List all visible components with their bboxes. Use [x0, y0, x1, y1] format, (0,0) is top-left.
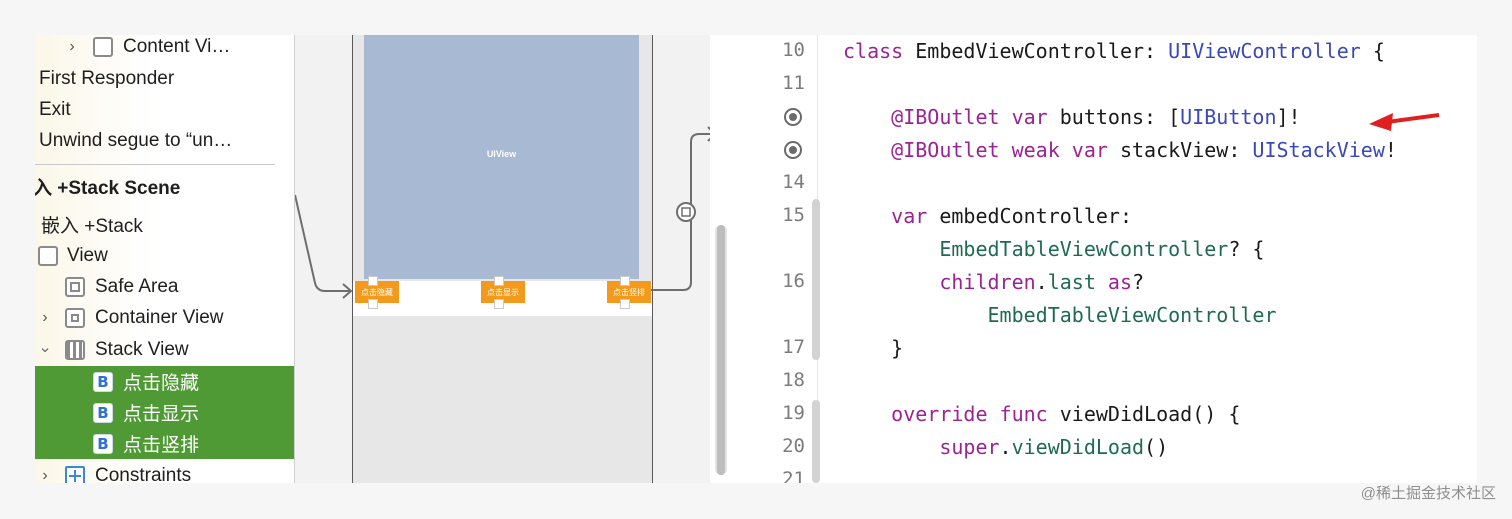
resize-handle[interactable] — [494, 276, 504, 286]
outline-item-unwind-segue[interactable]: Unwind segue to “un… — [35, 125, 294, 156]
outlet-connection-icon[interactable] — [784, 108, 802, 126]
button-icon: B — [93, 402, 113, 423]
outline-item-label: 点击显示 — [123, 404, 200, 425]
incoming-segue-line — [295, 194, 350, 292]
scene-title: 入 +Stack Scene — [35, 178, 181, 199]
screenshot: › Content Vi… First Responder Exit Unwin… — [35, 35, 1477, 483]
outline-item-safe-area[interactable]: Safe Area — [35, 271, 294, 302]
chevron-right-icon[interactable]: › — [69, 37, 75, 55]
outline-item-constraints[interactable]: › Constraints — [35, 460, 294, 483]
outline-item-label: Unwind segue to “un… — [39, 129, 233, 151]
outline-divider — [35, 164, 275, 165]
code-line[interactable]: class EmbedViewController: UIViewControl… — [843, 39, 1385, 63]
pane-divider[interactable] — [294, 35, 295, 483]
storyboard-canvas[interactable]: UIView 点击隐藏 点击显示 点击竖排 — [295, 35, 727, 483]
outline-item-button-hide[interactable]: B 点击隐藏 — [35, 366, 294, 397]
resize-handle[interactable] — [494, 299, 504, 309]
uiview-placeholder[interactable]: UIView — [364, 35, 639, 279]
canvas-button-vertical[interactable]: 点击竖排 — [607, 281, 651, 303]
code-line[interactable]: var embedController: — [891, 204, 1132, 228]
canvas-scrollbar-thumb[interactable] — [717, 225, 725, 475]
line-number: 18 — [782, 369, 805, 391]
chevron-down-icon[interactable]: › — [37, 346, 54, 353]
resize-handle[interactable] — [368, 276, 378, 286]
line-number: 10 — [782, 39, 805, 61]
code-line[interactable]: EmbedTableViewController — [987, 303, 1277, 327]
outline-item-container-view[interactable]: › Container View — [35, 302, 294, 333]
outline-item-exit[interactable]: Exit — [35, 94, 294, 125]
segue-connections — [295, 126, 710, 299]
code-line[interactable]: EmbedTableViewController? { — [939, 237, 1265, 261]
outline-item-first-responder[interactable]: First Responder — [35, 63, 294, 94]
chevron-right-icon[interactable]: › — [42, 308, 48, 326]
embed-segue-icon — [676, 202, 696, 222]
container-view-icon — [65, 307, 85, 328]
canvas-scrollbar[interactable] — [715, 225, 727, 475]
watermark: @稀土掘金技术社区 — [1360, 485, 1496, 502]
code-line[interactable]: super.viewDidLoad() — [939, 435, 1169, 459]
outline-item-button-show[interactable]: B 点击显示 — [35, 397, 294, 428]
uiview-label: UIView — [486, 149, 517, 159]
outline-item-label: Content Vi… — [123, 35, 231, 57]
line-number: 16 — [782, 270, 805, 292]
view-icon — [93, 36, 113, 57]
outline-item-label: Safe Area — [95, 275, 179, 297]
outline-item-label: 点击隐藏 — [123, 373, 200, 394]
button-icon: B — [93, 371, 113, 392]
button-icon: B — [93, 433, 113, 454]
resize-handle[interactable] — [368, 299, 378, 309]
constraints-icon — [65, 465, 85, 483]
outline-item-label: Constraints — [95, 464, 192, 484]
code-line[interactable]: override func viewDidLoad() { — [891, 402, 1241, 426]
outline-item-controller[interactable]: 嵌入 +Stack — [35, 209, 294, 240]
code-editor[interactable]: 10 11 14 15 16 17 18 19 20 21 class Embe… — [735, 35, 1477, 483]
code-line[interactable]: children.last as? — [939, 270, 1145, 294]
outline-item-label: Stack View — [95, 338, 189, 360]
outline-item-label: Container View — [95, 306, 224, 328]
outline-item-label: Exit — [39, 98, 71, 120]
code-line[interactable]: @IBOutlet var buttons: [UIButton]! — [891, 105, 1301, 129]
line-number: 20 — [782, 435, 805, 457]
annotation-arrow-icon — [1369, 113, 1440, 131]
outline-item-content-view[interactable]: › Content Vi… — [35, 35, 294, 62]
outline-item-stack-view[interactable]: › Stack View — [35, 334, 294, 365]
line-number: 11 — [782, 72, 805, 94]
outline-item-button-vertical[interactable]: B 点击竖排 — [35, 428, 294, 459]
safe-area-icon — [65, 276, 85, 297]
outline-item-label: 点击竖排 — [123, 435, 200, 456]
document-outline: › Content Vi… First Responder Exit Unwin… — [35, 35, 294, 483]
outline-item-view[interactable]: View — [35, 240, 294, 271]
stack-view-icon — [65, 339, 85, 360]
canvas-button-hide[interactable]: 点击隐藏 — [355, 281, 399, 303]
incoming-segue-arrow — [342, 283, 353, 299]
resize-handle[interactable] — [620, 276, 630, 286]
line-number: 19 — [782, 402, 805, 424]
code-line[interactable]: @IBOutlet weak var stackView: UIStackVie… — [891, 138, 1397, 162]
line-number-gutter: 10 11 14 15 16 17 18 19 20 21 — [735, 35, 818, 483]
outline-scene-header[interactable]: 入 +Stack Scene — [35, 171, 294, 202]
line-number: 17 — [782, 336, 805, 358]
outline-item-label: 嵌入 +Stack — [41, 216, 143, 237]
view-icon — [38, 245, 58, 266]
outline-item-label: View — [67, 244, 108, 266]
editor-minimap-bar[interactable] — [810, 199, 822, 483]
canvas-button-show[interactable]: 点击显示 — [481, 281, 525, 303]
scene-frame[interactable]: UIView 点击隐藏 点击显示 点击竖排 — [352, 35, 653, 483]
resize-handle[interactable] — [620, 299, 630, 309]
line-number: 15 — [782, 204, 805, 226]
outline-item-label: First Responder — [39, 67, 175, 89]
outlet-connection-icon[interactable] — [784, 141, 802, 159]
line-number: 21 — [782, 468, 805, 483]
chevron-right-icon[interactable]: › — [42, 466, 48, 484]
code-line[interactable]: } — [891, 336, 904, 360]
line-number: 14 — [782, 171, 805, 193]
